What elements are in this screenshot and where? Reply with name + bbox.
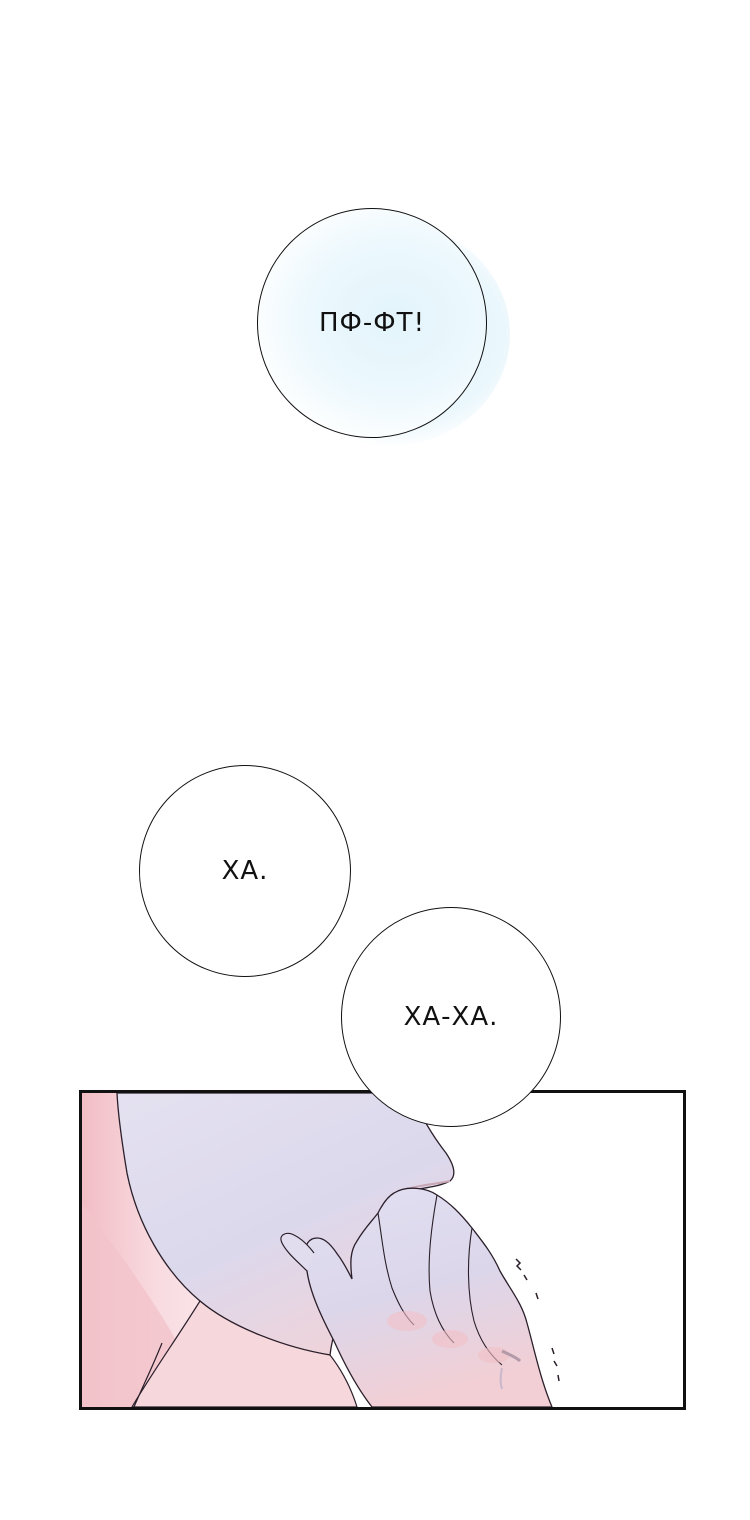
panel-finger-line-2	[428, 1194, 455, 1344]
panel-neck	[131, 1300, 358, 1407]
speech-bubble-pfft: ПФ-ФТ!	[257, 208, 487, 438]
panel-knuckle-blush-3	[478, 1347, 510, 1363]
speech-bubble-ha: ХА.	[139, 765, 351, 977]
panel-sweat-drop	[499, 1367, 503, 1390]
comic-panel-illustration	[82, 1093, 560, 1407]
panel-thumb	[280, 1232, 315, 1272]
panel-collar-line	[133, 1342, 163, 1407]
panel-knuckle-blush-1	[387, 1311, 427, 1331]
speech-bubble-ha-text: ХА.	[221, 856, 269, 886]
panel-knuckle-blush-2	[432, 1330, 468, 1348]
panel-tremble-marks	[515, 1258, 560, 1382]
comic-panel-hand-over-mouth	[79, 1090, 686, 1410]
speech-bubble-haha-text: ХА-ХА.	[403, 1002, 499, 1032]
speech-bubble-haha: ХА-ХА.	[341, 907, 561, 1127]
speech-bubble-pfft-text: ПФ-ФТ!	[318, 308, 425, 338]
panel-ring	[501, 1349, 522, 1363]
